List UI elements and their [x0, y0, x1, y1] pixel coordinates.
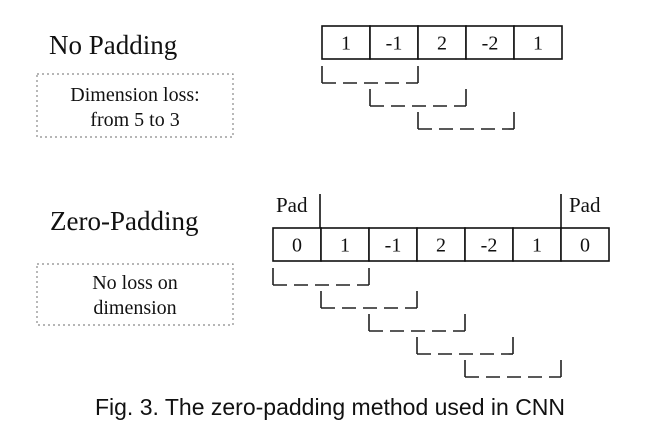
zero-padding-cell-box	[464, 227, 514, 262]
zero-padding-cell-box	[416, 227, 466, 262]
no-padding-kernel-window	[369, 89, 467, 107]
zero-padding-cell-box	[368, 227, 418, 262]
no-padding-cell-value: -1	[386, 33, 403, 55]
zero-padding-kernel-window	[272, 268, 370, 286]
zero-padding-cell-value: -1	[385, 235, 402, 257]
no-padding-cell-value: 1	[533, 33, 543, 55]
zero-padding-cell: 0	[560, 227, 610, 262]
zero-padding-cell: 0	[272, 227, 322, 262]
zero-padding-cell: -1	[368, 227, 418, 262]
no-padding-note-box	[36, 73, 234, 138]
zero-padding-note-line1: No loss on	[92, 272, 178, 294]
no-padding-heading: No Padding	[49, 30, 177, 60]
no-padding-cell-box	[513, 25, 563, 60]
pad-right-label: Pad	[569, 193, 601, 217]
zero-padding-cell-box	[560, 227, 610, 262]
zero-padding-cell: 1	[320, 227, 370, 262]
no-padding-cell: 1	[513, 25, 563, 60]
no-padding-cell: -1	[369, 25, 419, 60]
figure-caption: Fig. 3. The zero-padding method used in …	[95, 394, 565, 420]
no-padding-kernel-window	[417, 112, 515, 130]
zero-padding-cell-value: 1	[532, 235, 542, 257]
zero-padding-kernel-window	[416, 337, 514, 355]
no-padding-cell-value: 1	[341, 33, 351, 55]
no-padding-cell-value: -2	[482, 33, 499, 55]
zero-padding-kernel-window	[320, 291, 418, 309]
no-padding-kernel-window	[321, 66, 419, 84]
no-padding-cell: -2	[465, 25, 515, 60]
zero-padding-cell-value: 0	[292, 235, 302, 257]
zero-padding-kernel-windows	[272, 268, 562, 378]
no-padding-cell-box	[465, 25, 515, 60]
zero-padding-note-box	[36, 263, 234, 326]
no-padding-cell-value: 2	[437, 33, 447, 55]
no-padding-cell: 2	[417, 25, 467, 60]
zero-padding-cell: 1	[512, 227, 562, 262]
zero-padding-cell-value: 1	[340, 235, 350, 257]
zero-padding-cell-box	[512, 227, 562, 262]
zero-padding-heading: Zero-Padding	[50, 206, 198, 236]
zero-padding-cell-value: -2	[481, 235, 498, 257]
zero-padding-cell-box	[320, 227, 370, 262]
no-padding-kernel-windows	[321, 66, 515, 130]
zero-padding-kernel-window	[464, 360, 562, 378]
zero-padding-note-line2: dimension	[93, 297, 176, 319]
zero-padding-cell-value: 2	[436, 235, 446, 257]
no-padding-input-row: 1 -1 2 -2 1	[321, 25, 563, 60]
pad-left-label: Pad	[276, 193, 308, 217]
no-padding-note-line1: Dimension loss:	[70, 84, 199, 106]
zero-padding-input-row: 0 1 -1 2 -2 1 0	[272, 227, 610, 262]
zero-padding-kernel-window	[368, 314, 466, 332]
no-padding-note-line2: from 5 to 3	[90, 109, 179, 131]
no-padding-cell: 1	[321, 25, 371, 60]
zero-padding-cell: -2	[464, 227, 514, 262]
zero-padding-cell-value: 0	[580, 235, 590, 257]
zero-padding-cell: 2	[416, 227, 466, 262]
